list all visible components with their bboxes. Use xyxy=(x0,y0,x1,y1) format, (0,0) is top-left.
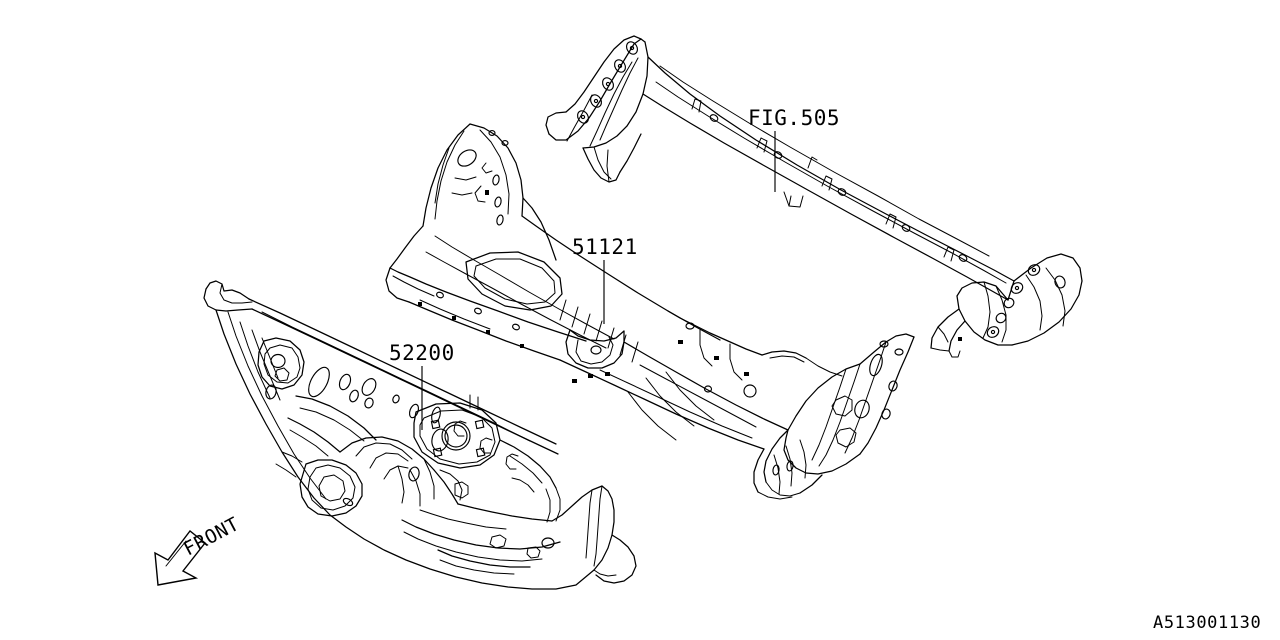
front-direction-arrow: FRONT xyxy=(154,513,243,586)
callout-label-51121[interactable]: 51121 xyxy=(572,235,638,259)
front-arrow-icon xyxy=(154,530,206,586)
callout-label-fig505[interactable]: FIG.505 xyxy=(748,106,840,130)
part-fig505-cowl-crossmember[interactable] xyxy=(545,35,1083,358)
part-51121-cowl-panel[interactable] xyxy=(385,123,915,500)
leader-lines xyxy=(421,131,776,430)
front-label: FRONT xyxy=(180,513,243,560)
callout-label-52200[interactable]: 52200 xyxy=(389,341,455,365)
drawing-number: A513001130 xyxy=(1153,613,1261,633)
part-52200-dash-panel[interactable] xyxy=(203,280,637,590)
